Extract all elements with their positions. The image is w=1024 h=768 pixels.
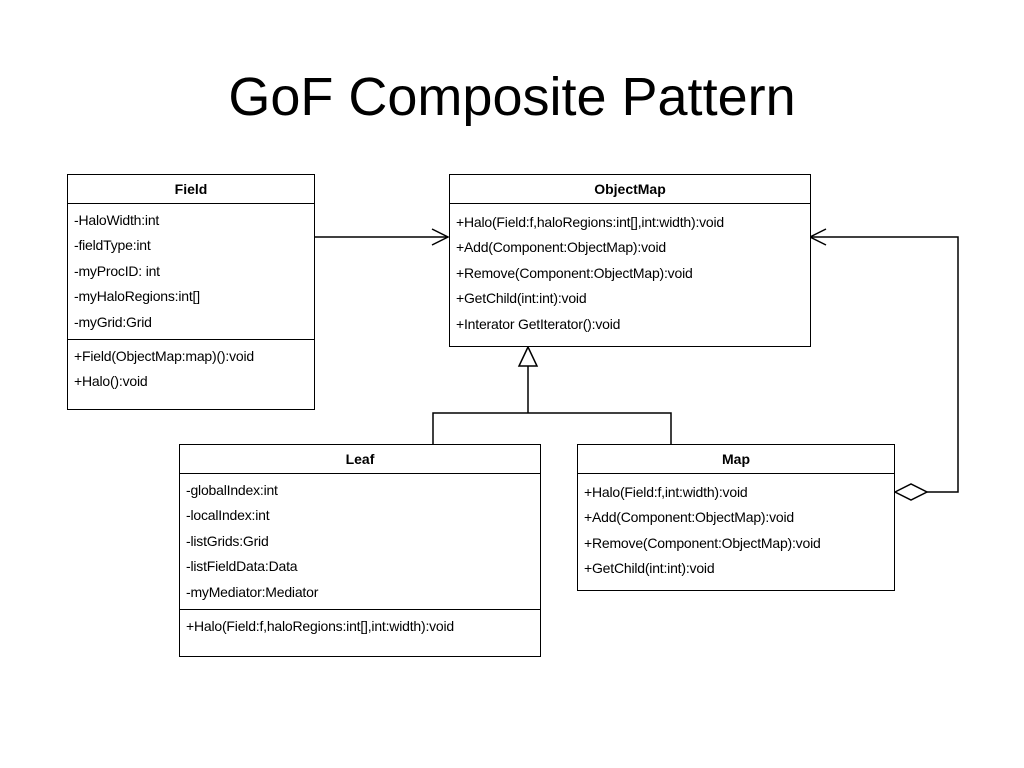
generalization-triangle [517,345,539,367]
attribute: -myMediator:Mediator [186,583,319,600]
attributes-section: -globalIndex:int -localIndex:int -listGr… [180,474,540,611]
operation: +Interator GetIterator():void [456,315,621,332]
attribute: -myGrid:Grid [74,313,152,330]
class-map: Map +Halo(Field:f,int:width):void +Add(C… [577,444,895,591]
attribute: -globalIndex:int [186,482,278,498]
operations-section: +Field(ObjectMap:map)():void +Halo():voi… [68,340,314,399]
class-name: Leaf [180,445,540,474]
operation: +Halo(Field:f,int:width):void [584,484,748,500]
slide-title: GoF Composite Pattern [228,67,796,127]
aggregation-line [810,236,959,493]
association-arrowhead [431,228,450,246]
operation: +Add(Component:ObjectMap):void [584,509,794,526]
attribute: -fieldType:int [74,237,151,254]
operation: +Remove(Component:ObjectMap):void [584,534,821,551]
attribute: -myProcID: int [74,262,160,279]
class-leaf: Leaf -globalIndex:int -localIndex:int -l… [179,444,541,657]
class-name: Field [68,175,314,204]
operation: +Halo(Field:f,haloRegions:int[],int:widt… [456,214,725,230]
operation: +Halo():void [74,373,148,390]
attribute: -HaloWidth:int [74,212,160,228]
class-name: ObjectMap [450,175,810,204]
operation: +GetChild(int:int):void [456,290,587,307]
operation: +Field(ObjectMap:map)():void [74,348,254,365]
operation: +Remove(Component:ObjectMap):void [456,264,693,281]
operation: +Add(Component:ObjectMap):void [456,239,666,256]
generalization-branches [432,412,672,444]
operation: +Halo(Field:f,haloRegions:int[],int:widt… [186,618,455,635]
aggregation-diamond [893,483,929,501]
class-name: Map [578,445,894,474]
class-objectmap: ObjectMap +Halo(Field:f,haloRegions:int[… [449,174,811,347]
class-field: Field -HaloWidth:int -fieldType:int -myP… [67,174,315,410]
attribute: -listFieldData:Data [186,558,298,575]
attribute: -myHaloRegions:int[] [74,288,200,305]
operations-section: +Halo(Field:f,haloRegions:int[],int:widt… [450,204,810,341]
operations-section: +Halo(Field:f,int:width):void +Add(Compo… [578,474,894,586]
attribute: -localIndex:int [186,507,270,524]
operation: +GetChild(int:int):void [584,560,715,577]
attributes-section: -HaloWidth:int -fieldType:int -myProcID:… [68,204,314,341]
operations-section: +Halo(Field:f,haloRegions:int[],int:widt… [180,610,540,643]
attribute: -listGrids:Grid [186,532,269,549]
